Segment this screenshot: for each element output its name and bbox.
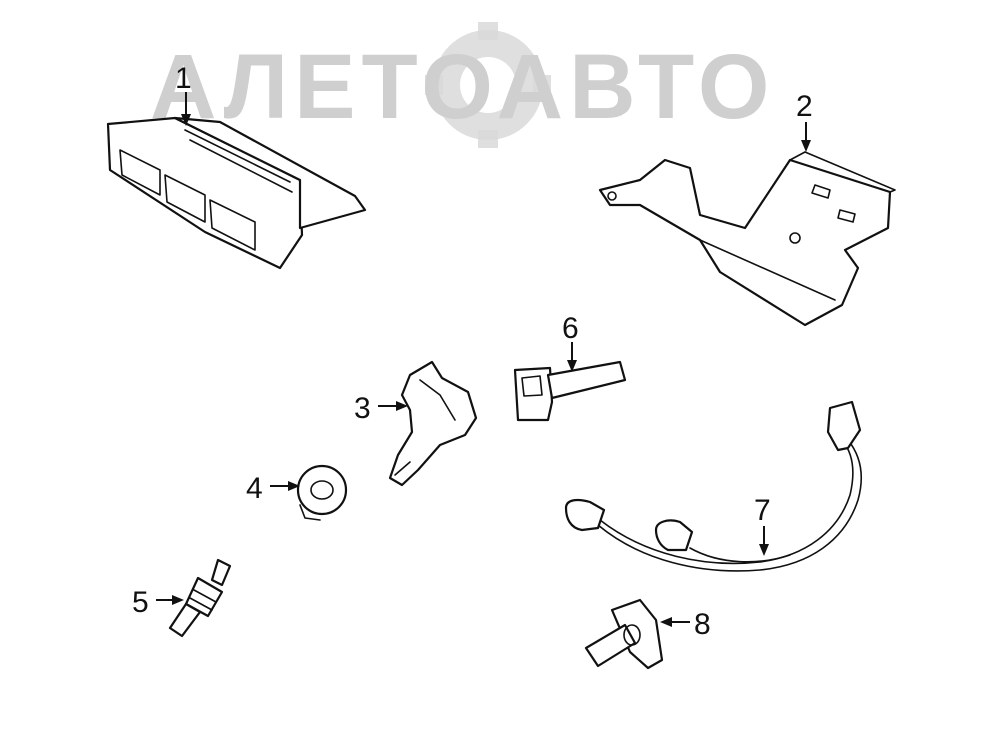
arrowhead-6 (567, 360, 577, 372)
part-5-spark-plug (168, 558, 232, 638)
part-2-bracket (598, 151, 896, 327)
part-3-ignition-coil (388, 360, 478, 487)
part-6-cam-sensor (513, 360, 627, 422)
callout-7: 7 (754, 494, 771, 527)
watermark-gear-icon (425, 22, 551, 148)
callout-4: 4 (246, 472, 263, 505)
arrowhead-7 (759, 544, 769, 556)
arrowhead-2 (801, 140, 811, 152)
arrowhead-4 (288, 481, 300, 491)
watermark-text: АЛЕТОАВТО (150, 36, 776, 138)
part-1-ecu-module (106, 116, 367, 270)
callout-2: 2 (796, 90, 813, 123)
part-4-grommet (296, 464, 348, 521)
callout-1: 1 (175, 62, 192, 95)
callout-labels: 1 2 3 4 5 6 7 8 (132, 62, 813, 641)
leaders (156, 92, 811, 627)
callout-6: 6 (562, 312, 579, 345)
callout-8: 8 (694, 608, 711, 641)
arrowhead-5 (172, 595, 184, 605)
arrowhead-1 (181, 114, 191, 126)
part-7-knock-sensor-harness (564, 400, 862, 572)
part-8-crank-sensor (584, 598, 664, 670)
arrowhead-8 (660, 617, 672, 627)
callout-5: 5 (132, 586, 149, 619)
watermark-logo: АЛЕТОАВТО (150, 22, 776, 148)
callout-3: 3 (354, 392, 371, 425)
arrowhead-3 (396, 401, 408, 411)
